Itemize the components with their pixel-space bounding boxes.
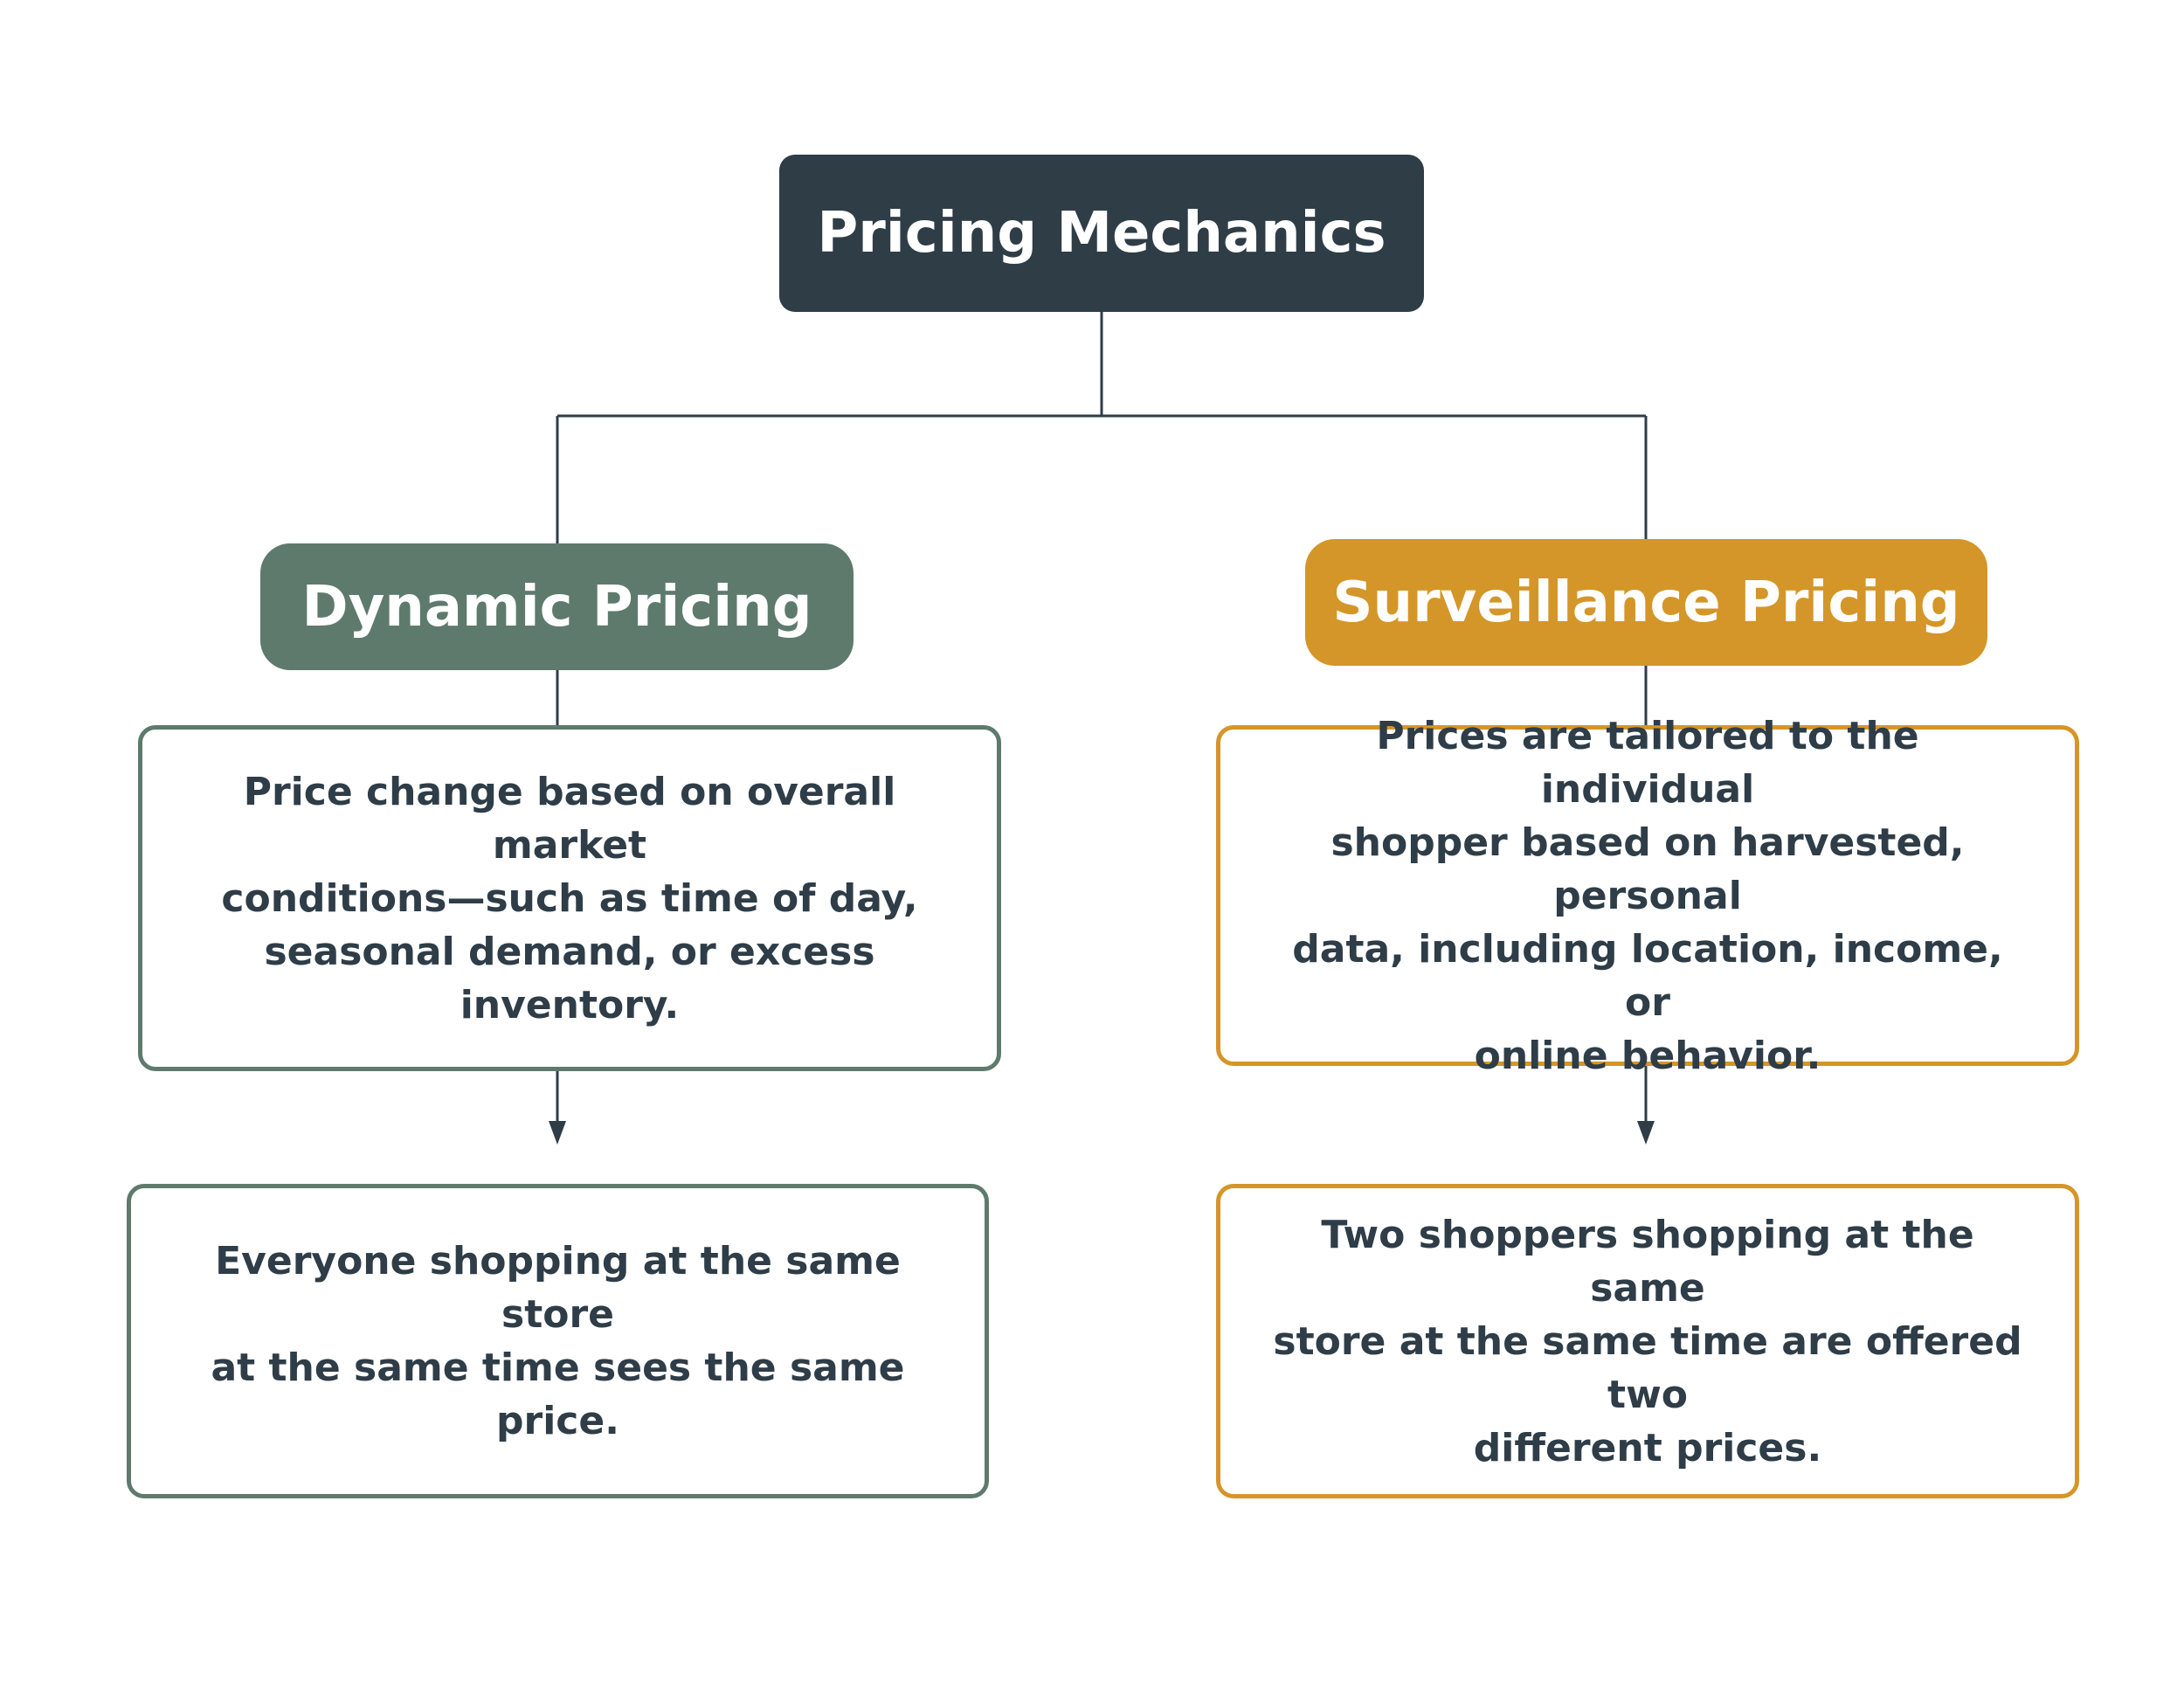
category-dynamic-pricing: Dynamic Pricing bbox=[260, 543, 854, 670]
category-surveillance-pricing: Surveillance Pricing bbox=[1305, 539, 1987, 666]
dynamic-description-text: Price change based on overall market con… bbox=[221, 769, 918, 1027]
dynamic-description-box: Price change based on overall market con… bbox=[138, 725, 1001, 1071]
surveillance-description-text: Prices are tailored to the individual sh… bbox=[1292, 713, 2003, 1078]
surveillance-pricing-label: Surveillance Pricing bbox=[1332, 570, 1960, 635]
dynamic-arrowhead bbox=[549, 1121, 566, 1145]
surveillance-description-box: Prices are tailored to the individual sh… bbox=[1216, 714, 2079, 1078]
root-label: Pricing Mechanics bbox=[817, 201, 1386, 266]
dynamic-pricing-label: Dynamic Pricing bbox=[301, 574, 812, 640]
root-node-pricing-mechanics: Pricing Mechanics bbox=[779, 155, 1424, 312]
surveillance-outcome-text: Two shoppers shopping at the same store … bbox=[1273, 1212, 2022, 1470]
dynamic-outcome-text: Everyone shopping at the same store at t… bbox=[211, 1239, 905, 1443]
dynamic-outcome-box: Everyone shopping at the same store at t… bbox=[127, 1184, 989, 1498]
surveillance-arrowhead bbox=[1637, 1121, 1655, 1145]
surveillance-outcome-box: Two shoppers shopping at the same store … bbox=[1216, 1184, 2079, 1498]
